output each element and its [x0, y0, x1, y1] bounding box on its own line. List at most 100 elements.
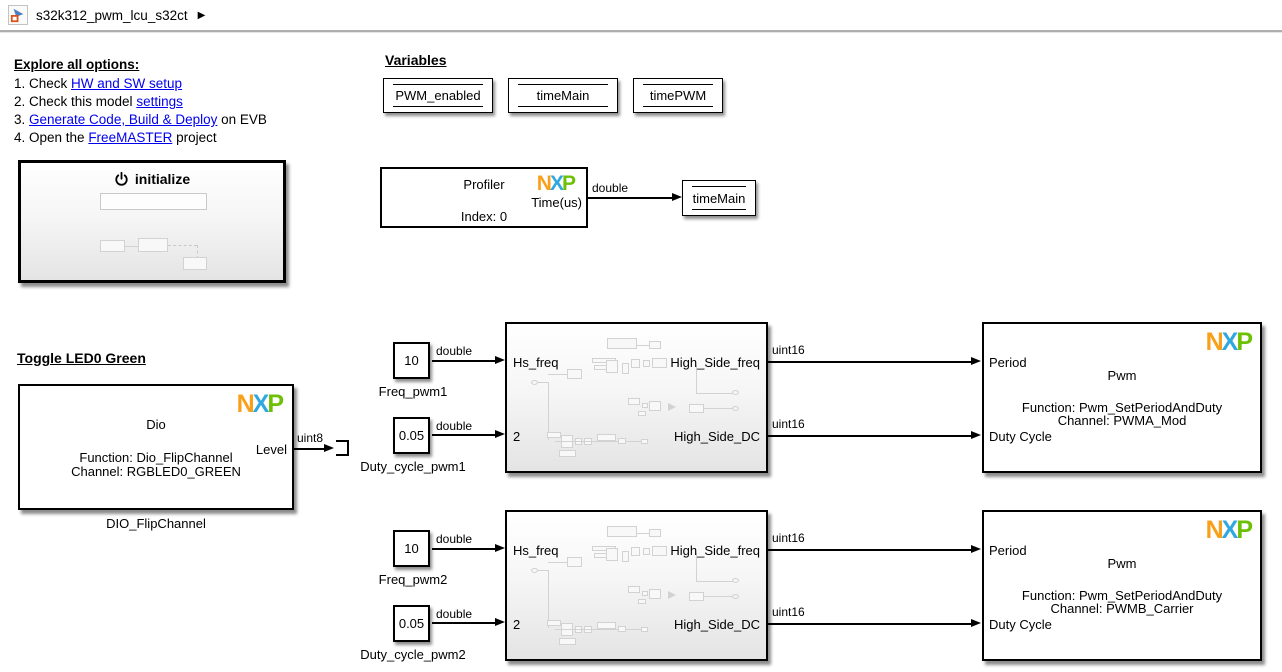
dio-channel-line: Channel: RGBLED0_GREEN	[71, 464, 241, 479]
power-icon	[115, 171, 128, 186]
explore-item-2-pre: 2. Check this model	[14, 94, 137, 109]
breadcrumb-arrow-icon[interactable]: ▶	[197, 9, 206, 21]
breadcrumb: s32k312_pwm_lcu_s32ct ▶	[0, 0, 1282, 30]
constant-caption: Freq_pwm2	[378, 572, 448, 587]
subsystem-glyph-icon	[10, 8, 24, 23]
constant-value: 0.05	[398, 428, 425, 443]
wire-duty2-subsystem	[432, 622, 496, 624]
signal-label-uint16: uint16	[772, 343, 805, 357]
constant-caption: Freq_pwm1	[378, 384, 448, 399]
dio-function-line: Function: Dio_FlipChannel	[79, 450, 233, 465]
pwm-in-port-period: Period	[989, 543, 1027, 558]
profiler-title: Profiler	[463, 177, 505, 192]
wire-dio-terminator	[294, 448, 325, 450]
signal-label-uint16: uint16	[772, 417, 805, 431]
nxp-letter-x: X	[549, 172, 564, 195]
subsystem-preview	[507, 324, 766, 471]
pwm1-subsystem[interactable]: Hs_freq 2 High_Side_freq High_Side_DC	[505, 322, 768, 473]
pwm-in-port-period: Period	[989, 355, 1027, 370]
model-name[interactable]: s32k312_pwm_lcu_s32ct	[36, 7, 188, 23]
pwm-channel-line: Channel: PWMA_Mod	[1057, 413, 1187, 428]
link-model-settings[interactable]: settings	[136, 94, 183, 109]
arrowhead-icon	[971, 545, 981, 553]
subsystem-preview	[507, 512, 766, 659]
signal-label-double: double	[436, 607, 473, 621]
data-store-timepwm[interactable]: timePWM	[633, 78, 723, 113]
data-store-label: timeMain	[536, 88, 590, 103]
constant-value: 10	[404, 541, 419, 556]
explore-heading: Explore all options:	[14, 57, 140, 72]
constant-caption: Duty_cycle_pwm2	[360, 647, 466, 662]
subsystem-out-port-1: High_Side_freq	[670, 355, 760, 370]
data-store-write-timemain[interactable]: timeMain	[682, 180, 756, 216]
link-freemaster[interactable]: FreeMASTER	[88, 130, 173, 145]
constant-duty-pwm1[interactable]: 0.05	[393, 417, 430, 454]
explore-item-4: 4. Open the FreeMASTER project	[14, 129, 267, 147]
initialize-subsystem[interactable]: initialize	[18, 160, 286, 283]
nxp-letter-n: N	[236, 390, 255, 418]
subsystem-in-port-2: 2	[513, 429, 521, 444]
constant-freq-pwm1[interactable]: 10	[393, 342, 430, 379]
explore-item-3: 3. Generate Code, Build & Deploy on EVB	[14, 111, 267, 129]
nxp-logo: NXP	[1205, 328, 1253, 356]
arrowhead-icon	[495, 356, 505, 364]
signal-label-uint16: uint16	[772, 531, 805, 545]
initialize-header: initialize	[21, 171, 283, 187]
nxp-letter-p: P	[1236, 516, 1253, 544]
pwm-in-port-duty: Duty Cycle	[989, 429, 1052, 444]
constant-freq-pwm2[interactable]: 10	[393, 530, 430, 567]
profiler-index-text: Index: 0	[460, 209, 508, 224]
link-generate-code[interactable]: Generate Code, Build & Deploy	[29, 112, 218, 127]
nxp-logo: NXP	[1205, 516, 1253, 544]
explore-item-4-post: project	[172, 130, 217, 145]
signal-label-double: double	[436, 532, 473, 546]
arrowhead-icon	[324, 444, 334, 452]
wire-freq1-subsystem	[432, 360, 496, 362]
constant-caption: Duty_cycle_pwm1	[360, 459, 466, 474]
constant-duty-pwm2[interactable]: 0.05	[393, 605, 430, 642]
variables-heading: Variables	[385, 52, 447, 68]
dio-out-port-label: Level	[255, 442, 287, 457]
signal-label-uint16: uint16	[772, 605, 805, 619]
signal-label-uint8: uint8	[297, 431, 324, 445]
constant-value: 0.05	[398, 616, 425, 631]
nxp-logo: NXP	[236, 390, 284, 418]
nxp-letter-p: P	[267, 390, 284, 418]
nxp-letter-p: P	[1236, 328, 1253, 356]
explore-item-1: 1. Check HW and SW setup	[14, 75, 267, 93]
link-hw-sw-setup[interactable]: HW and SW setup	[71, 76, 183, 91]
arrowhead-icon	[672, 193, 682, 201]
nxp-letter-n: N	[1205, 328, 1224, 356]
arrowhead-icon	[495, 544, 505, 552]
profiler-block[interactable]: Profiler NXP Time(us) Index: 0	[380, 167, 588, 228]
wire-sub1-period	[768, 361, 972, 363]
data-store-label: timeMain	[692, 190, 746, 206]
signal-label-double: double	[592, 181, 629, 195]
explore-options-annotation: Explore all options: 1. Check HW and SW …	[14, 56, 267, 147]
wire-sub2-duty	[768, 623, 972, 625]
dio-block[interactable]: NXP Dio Function: Dio_FlipChannel Channe…	[18, 384, 294, 510]
dio-caption: DIO_FlipChannel	[106, 516, 206, 531]
data-store-label: timePWM	[649, 88, 707, 103]
model-icon[interactable]	[8, 5, 28, 25]
signal-label-double: double	[436, 344, 473, 358]
subsystem-out-port-1: High_Side_freq	[670, 543, 760, 558]
subsystem-out-port-2: High_Side_DC	[674, 617, 760, 632]
subsystem-in-port-1: Hs_freq	[513, 543, 559, 558]
nxp-letter-n: N	[1205, 516, 1224, 544]
data-store-timemain[interactable]: timeMain	[508, 78, 618, 113]
explore-item-3-post: on EVB	[217, 112, 267, 127]
pwm2-subsystem[interactable]: Hs_freq 2 High_Side_freq High_Side_DC	[505, 510, 768, 661]
explore-item-3-pre: 3.	[14, 112, 30, 127]
arrowhead-icon	[495, 430, 505, 438]
pwm2-block[interactable]: NXP Period Duty Cycle Pwm Function: Pwm_…	[982, 510, 1262, 661]
arrowhead-icon	[495, 618, 505, 626]
pwm1-block[interactable]: NXP Period Duty Cycle Pwm Function: Pwm_…	[982, 322, 1262, 473]
terminator-block[interactable]	[336, 440, 349, 456]
data-store-pwm-enabled[interactable]: PWM_enabled	[383, 78, 493, 113]
arrowhead-icon	[971, 619, 981, 627]
arrowhead-icon	[971, 357, 981, 365]
toggle-led-heading: Toggle LED0 Green	[17, 350, 146, 366]
wire-sub2-period	[768, 549, 972, 551]
pwm-title: Pwm	[1107, 556, 1137, 571]
